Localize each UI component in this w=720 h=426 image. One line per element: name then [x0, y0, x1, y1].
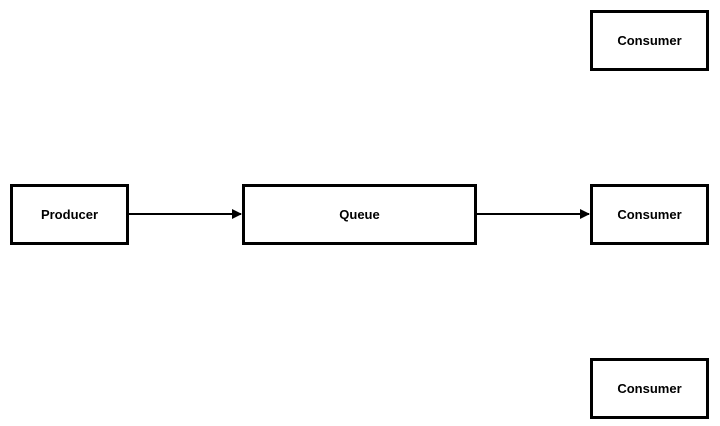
queue-node: Queue — [242, 184, 477, 245]
consumer-label-top: Consumer — [617, 33, 682, 48]
producer-label: Producer — [40, 207, 99, 222]
producer-node: Producer — [10, 184, 129, 245]
consumer-node-bottom: Consumer — [590, 358, 709, 419]
consumer-node-top: Consumer — [590, 10, 709, 71]
queue-label: Queue — [339, 207, 380, 222]
consumer-node-middle: Consumer — [590, 184, 709, 245]
consumer-label-middle: Consumer — [617, 207, 682, 222]
consumer-label-bottom: Consumer — [617, 381, 682, 396]
